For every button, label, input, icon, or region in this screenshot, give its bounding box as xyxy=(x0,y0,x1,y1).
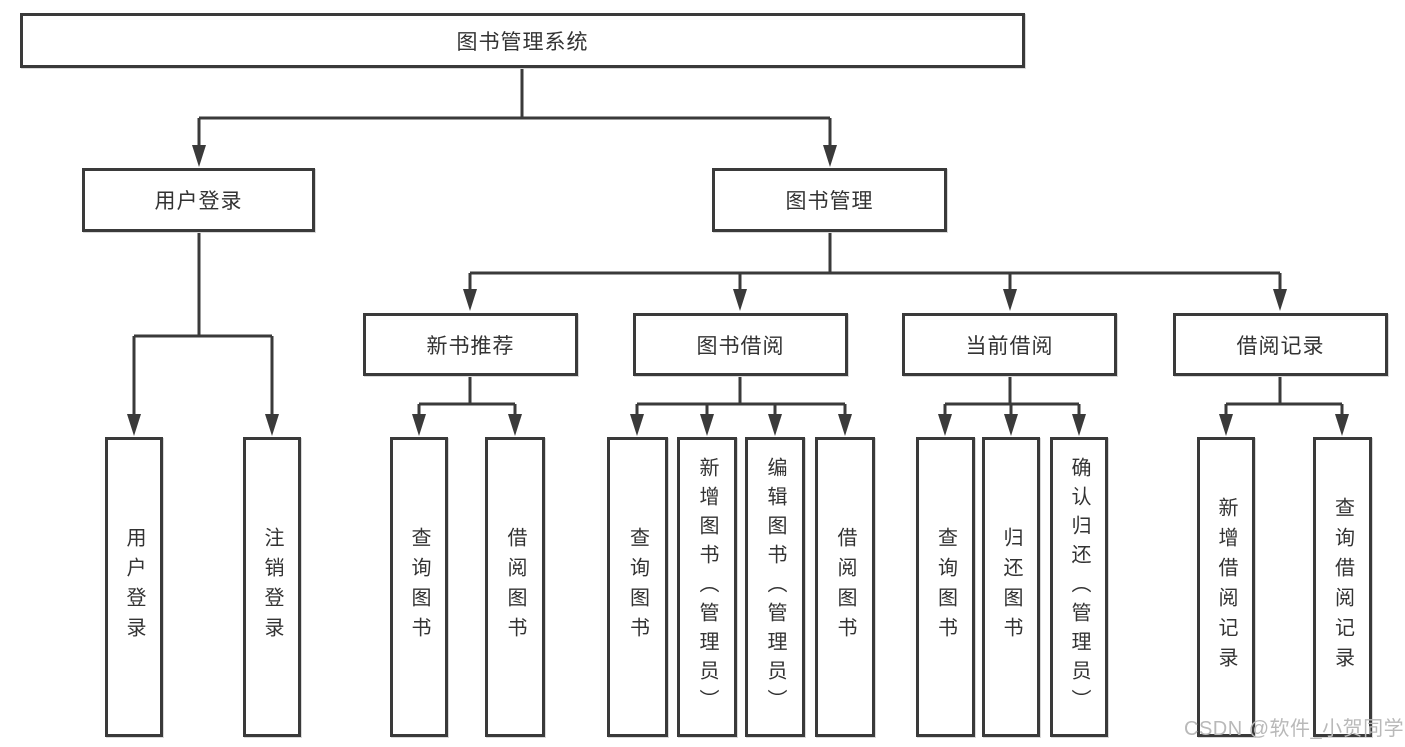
arrowheads xyxy=(127,145,1349,436)
leaf-recommend-query-books-label: 查询图书 xyxy=(408,527,430,647)
node-new-book-recommend-label: 新书推荐 xyxy=(426,334,515,358)
node-current-borrow-label: 当前借阅 xyxy=(965,334,1054,358)
leaf-recommend-query-books: 查询图书 xyxy=(390,437,448,737)
leaf-borrow-query-books-label: 查询图书 xyxy=(626,527,649,647)
leaf-user-login-label: 用户登录 xyxy=(123,527,145,647)
leaf-records-add-borrow-record-label: 新增借阅记录 xyxy=(1215,497,1237,677)
leaf-recommend-borrow-books: 借阅图书 xyxy=(485,437,545,737)
leaf-logout-label: 注销登录 xyxy=(261,527,283,647)
leaf-records-add-borrow-record: 新增借阅记录 xyxy=(1197,437,1255,737)
node-borrow-records-label: 借阅记录 xyxy=(1236,334,1325,358)
leaf-borrow-edit-books-admin-label: 编辑图书（管理员） xyxy=(764,456,786,718)
node-new-book-recommend: 新书推荐 xyxy=(363,313,578,376)
node-user-login-label: 用户登录 xyxy=(154,190,243,213)
leaf-borrow-borrow-books-label: 借阅图书 xyxy=(834,527,856,647)
leaf-current-confirm-return-admin: 确认归还（管理员） xyxy=(1050,437,1108,737)
leaf-current-return-books: 归还图书 xyxy=(982,437,1040,737)
leaf-user-login: 用户登录 xyxy=(105,437,163,737)
leaf-borrow-edit-books-admin: 编辑图书（管理员） xyxy=(745,437,805,737)
leaf-borrow-add-books-admin: 新增图书（管理员） xyxy=(677,437,737,737)
leaf-records-query-borrow-record-label: 查询借阅记录 xyxy=(1331,497,1354,677)
leaf-current-confirm-return-admin-label: 确认归还（管理员） xyxy=(1068,456,1090,718)
node-root: 图书管理系统 xyxy=(20,13,1025,68)
leaf-current-query-books: 查询图书 xyxy=(916,437,975,737)
csdn-watermark: CSDN @软件_小贺同学 xyxy=(1184,718,1405,740)
leaf-borrow-add-books-admin-label: 新增图书（管理员） xyxy=(696,456,718,718)
leaf-current-query-books-label: 查询图书 xyxy=(934,527,957,647)
node-book-borrow-label: 图书借阅 xyxy=(696,334,785,358)
node-book-management-label: 图书管理 xyxy=(785,190,874,213)
node-root-label: 图书管理系统 xyxy=(456,30,589,54)
node-book-borrow: 图书借阅 xyxy=(633,313,848,376)
node-user-login: 用户登录 xyxy=(82,168,315,232)
leaf-records-query-borrow-record: 查询借阅记录 xyxy=(1313,437,1372,737)
leaf-recommend-borrow-books-label: 借阅图书 xyxy=(504,527,526,647)
node-book-management: 图书管理 xyxy=(712,168,947,232)
leaf-logout: 注销登录 xyxy=(243,437,301,737)
leaf-borrow-query-books: 查询图书 xyxy=(607,437,668,737)
node-borrow-records: 借阅记录 xyxy=(1173,313,1388,376)
leaf-current-return-books-label: 归还图书 xyxy=(1000,527,1022,647)
node-current-borrow: 当前借阅 xyxy=(902,313,1117,376)
leaf-borrow-borrow-books: 借阅图书 xyxy=(815,437,875,737)
